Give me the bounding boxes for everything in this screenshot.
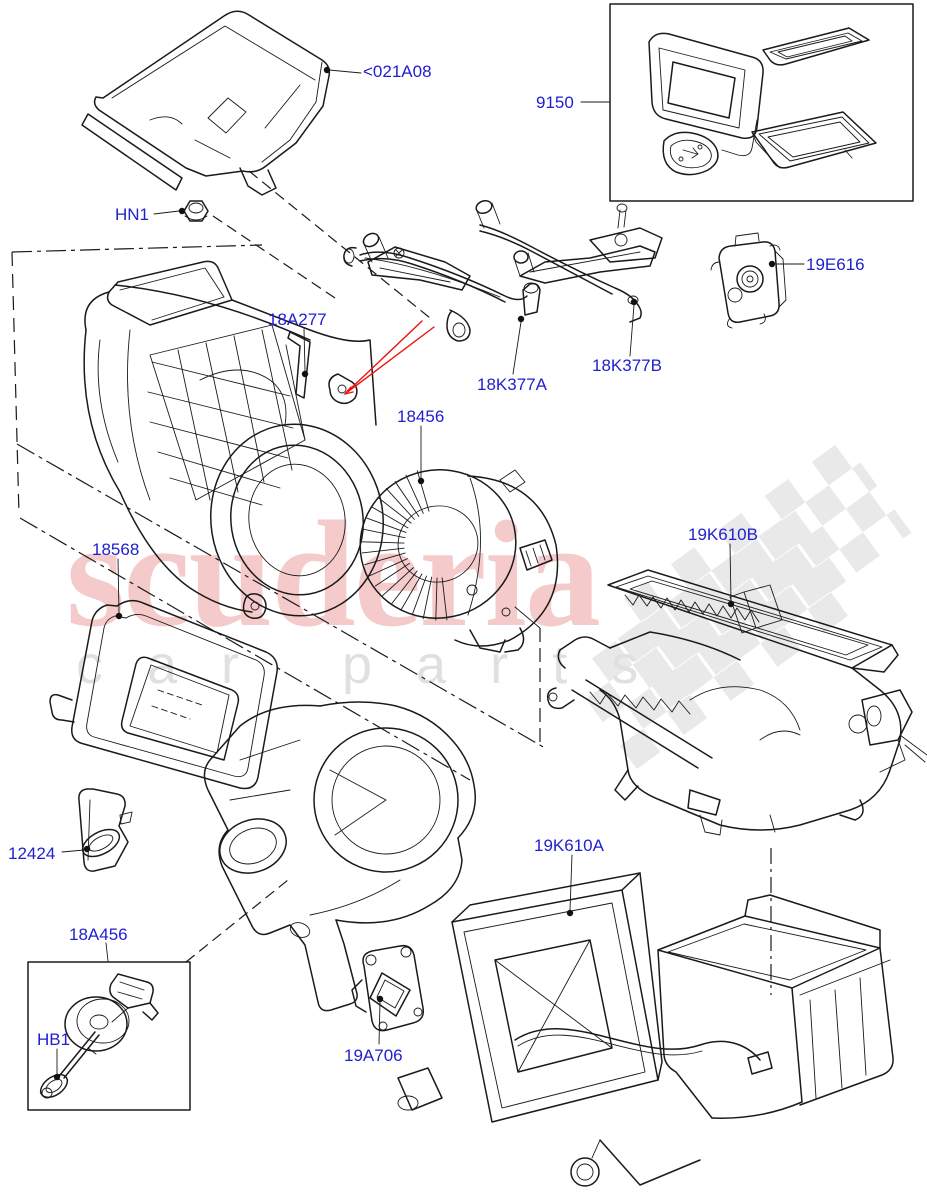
part-label-19E616[interactable]: 19E616 — [806, 255, 865, 274]
upper-case-drawing — [548, 570, 927, 835]
part-label-18K377A[interactable]: 18K377A — [477, 375, 547, 394]
blower-motor-drawing — [346, 455, 557, 652]
part-label-19K610B[interactable]: 19K610B — [688, 525, 758, 544]
actuator-motor-drawing — [711, 233, 786, 328]
small-plate-drawing — [78, 789, 132, 871]
leader-lines — [53, 66, 804, 1081]
link-rod-a-drawing — [344, 231, 540, 341]
red-pointer-arrows — [345, 321, 434, 394]
inlet-housing-drawing — [84, 261, 397, 628]
cover-drawing — [82, 11, 329, 195]
part-label-19K610A[interactable]: 19K610A — [534, 836, 604, 855]
side-cover-drawing — [50, 601, 277, 789]
part-label-18568[interactable]: 18568 — [92, 540, 140, 559]
link-rod-b-drawing — [474, 199, 662, 322]
main-case-drawing — [398, 873, 893, 1186]
seal-kit-box — [610, 4, 913, 201]
part-label-18A456[interactable]: 18A456 — [69, 925, 128, 944]
part-label-9150[interactable]: 9150 — [536, 93, 574, 112]
part-label-12424[interactable]: 12424 — [8, 844, 56, 863]
nut-drawing — [184, 201, 208, 221]
damper-kit-box — [28, 962, 190, 1110]
part-label-HB1[interactable]: HB1 — [37, 1030, 71, 1049]
part-label-021A08[interactable]: <021A08 — [363, 62, 432, 81]
part-label-19A706[interactable]: 19A706 — [344, 1046, 403, 1065]
lower-housing-drawing — [204, 702, 475, 1011]
watermark-brand-text: scuderia — [66, 490, 601, 658]
mode-actuator-drawing — [352, 946, 423, 1031]
part-label-HN1[interactable]: HN1 — [115, 205, 150, 224]
part-label-18K377B[interactable]: 18K377B — [592, 356, 662, 375]
watermark-tagline-text: car parts — [76, 635, 683, 695]
part-label-18A277[interactable]: 18A277 — [268, 310, 327, 329]
part-label-18456[interactable]: 18456 — [397, 407, 445, 426]
